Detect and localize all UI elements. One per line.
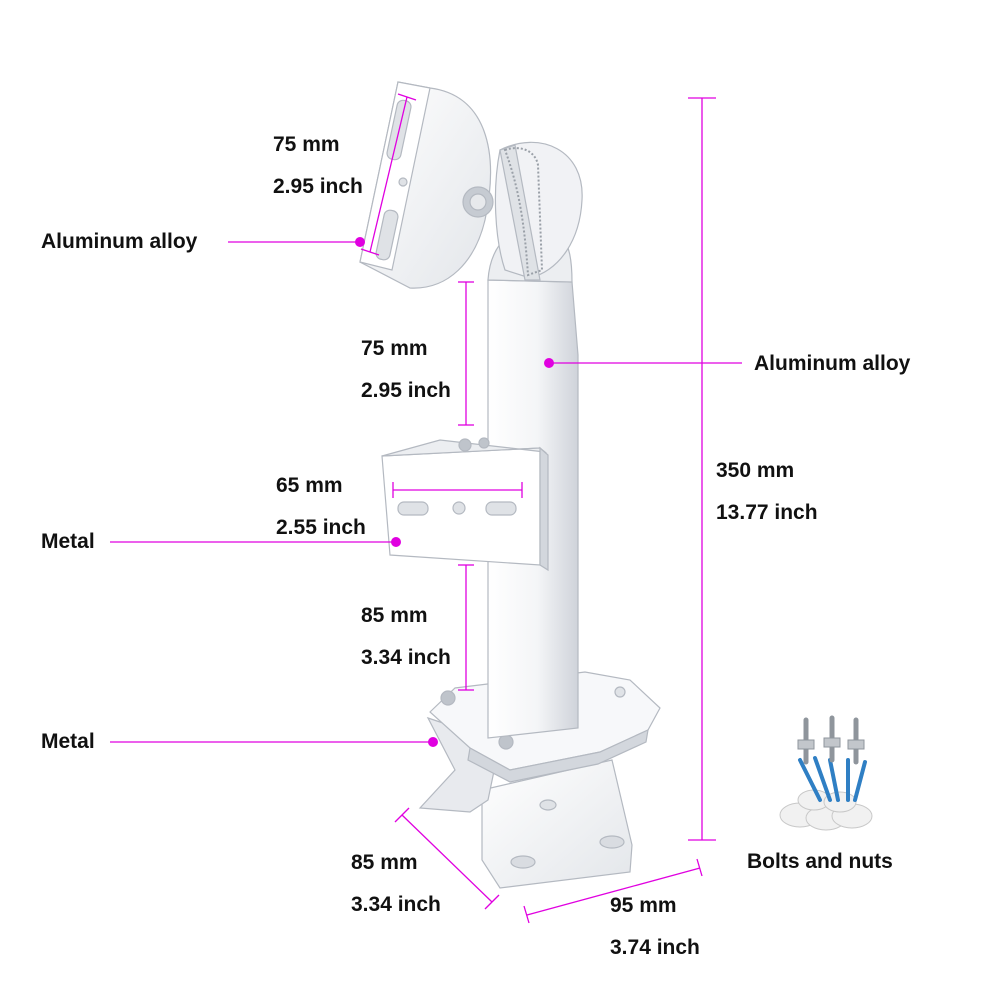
arm-material-label: Aluminum alloy — [754, 352, 911, 375]
bolts-and-nuts-label: Bolts and nuts — [747, 850, 893, 873]
top-plate-slot — [375, 209, 399, 261]
top-plate-dim-mm: 75 mm — [273, 133, 340, 156]
dot-middle-bracket — [391, 537, 401, 547]
top-plate-material-label: Aluminum alloy — [41, 230, 198, 253]
dim-base-width — [526, 867, 701, 916]
dim-top-plate — [369, 96, 408, 253]
screw — [798, 756, 867, 802]
base-slot-right — [599, 835, 625, 849]
base-slot-left — [510, 855, 536, 869]
dot-arm — [544, 358, 554, 368]
annotation-lines — [110, 93, 742, 924]
total-height-dim-mm: 350 mm — [716, 459, 795, 482]
wall-plug — [779, 789, 873, 831]
top-plate-dim-inch: 2.95 inch — [273, 175, 363, 198]
bracket-product — [359, 81, 661, 889]
dim-base-depth — [401, 814, 493, 903]
annotation-dots — [355, 237, 554, 747]
bracket-nut — [478, 437, 490, 449]
base-depth-dim-mm: 85 mm — [351, 851, 418, 874]
middle-bracket-dim-mm: 65 mm — [276, 474, 343, 497]
pivot-gear — [503, 147, 544, 277]
base-material-label: Metal — [41, 730, 95, 753]
base-nut — [440, 690, 456, 706]
dot-top-plate — [355, 237, 365, 247]
middle-bracket-material-label: Metal — [41, 530, 95, 553]
nut — [797, 737, 865, 750]
base-depth-dim-inch: 3.34 inch — [351, 893, 441, 916]
arm-lower-dim-inch: 3.34 inch — [361, 646, 451, 669]
total-height-dim-inch: 13.77 inch — [716, 501, 818, 524]
bracket-slot-left — [397, 501, 429, 516]
bolts-and-nuts-image — [779, 715, 873, 831]
middle-bracket-dim-inch: 2.55 inch — [276, 516, 366, 539]
base-width-dim-inch: 3.74 inch — [610, 936, 700, 959]
bracket-nut — [458, 438, 472, 452]
dot-base — [428, 737, 438, 747]
arm-lower-dim-mm: 85 mm — [361, 604, 428, 627]
arm-upper-dim-inch: 2.95 inch — [361, 379, 451, 402]
arm-upper-dim-mm: 75 mm — [361, 337, 428, 360]
base-width-dim-mm: 95 mm — [610, 894, 677, 917]
bracket-slot-right — [485, 501, 517, 516]
